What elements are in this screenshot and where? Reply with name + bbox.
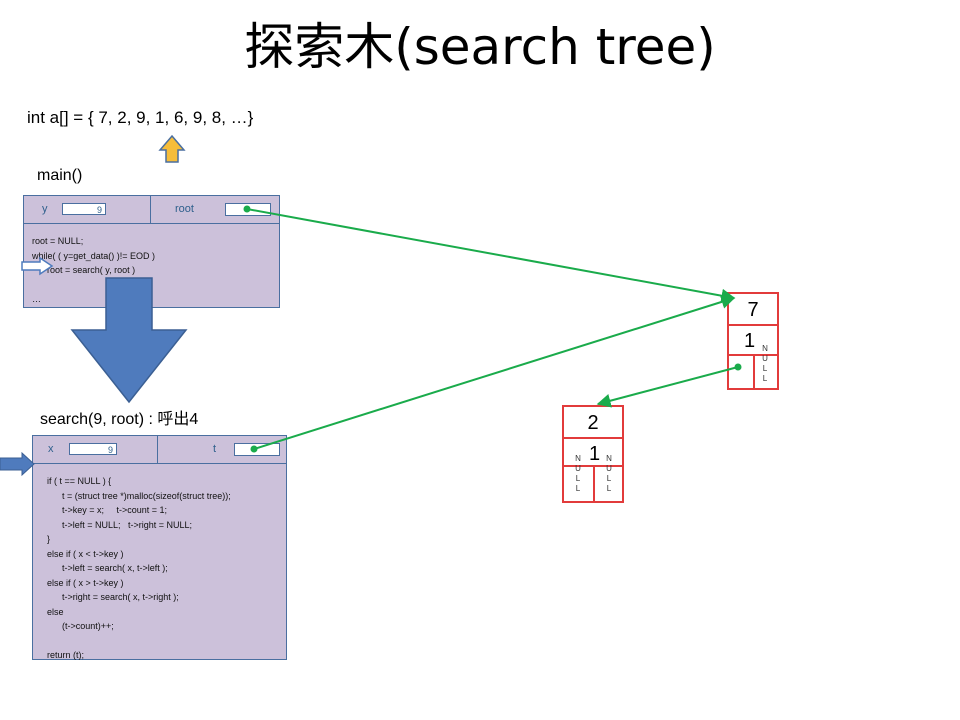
tree-node-key: 2 bbox=[587, 412, 599, 434]
tree-node-2: 2 1 NULL NULL bbox=[562, 405, 624, 503]
tree-node-count: 1 bbox=[744, 330, 756, 352]
root-pointer-line bbox=[246, 208, 736, 303]
search-code: if ( t == NULL ) { t = (struct tree *)ma… bbox=[47, 476, 231, 660]
array-declaration: int a[] = { 7, 2, 9, 1, 6, 9, 8, …} bbox=[27, 108, 254, 127]
search-stack-frame: x 9 t if ( t == NULL ) { t = (struct tre… bbox=[32, 435, 287, 660]
node-divider bbox=[593, 465, 595, 501]
node-divider bbox=[753, 354, 755, 388]
search-frame-vars: x 9 t bbox=[33, 436, 286, 464]
main-stack-frame: y 9 root root = NULL; while( ( y=get_dat… bbox=[23, 195, 280, 308]
tree-node-key: 7 bbox=[747, 299, 759, 321]
main-var-root-pointer bbox=[225, 203, 271, 216]
main-frame-vars: y 9 root bbox=[24, 196, 279, 224]
search-current-line-arrow bbox=[0, 451, 35, 477]
tree-node-right-null: NULL bbox=[606, 454, 612, 493]
main-var-y-value: 9 bbox=[62, 203, 106, 215]
main-var-root: root bbox=[151, 196, 279, 223]
main-code: root = NULL; while( ( y=get_data() )!= E… bbox=[32, 236, 156, 304]
search-frame-label: search(9, root) : 呼出4 bbox=[40, 411, 199, 428]
tree-node-right-null: NULL bbox=[762, 344, 768, 383]
main-var-root-name: root bbox=[175, 203, 194, 215]
t-pointer-line bbox=[253, 295, 736, 450]
node-divider bbox=[564, 437, 622, 439]
search-var-t: t bbox=[158, 436, 286, 463]
slide-title: 探索木(search tree) bbox=[244, 18, 716, 76]
tree-node-count: 1 bbox=[589, 443, 601, 465]
main-var-y: y 9 bbox=[24, 196, 151, 223]
search-var-x-name: x bbox=[48, 443, 54, 455]
main-frame-label: main() bbox=[37, 167, 83, 184]
search-var-x: x 9 bbox=[33, 436, 158, 463]
tree-node-left-null: NULL bbox=[575, 454, 581, 493]
tree-node-7: 7 1 NULL bbox=[727, 292, 779, 390]
search-var-t-name: t bbox=[213, 443, 217, 455]
search-var-x-value: 9 bbox=[69, 443, 117, 455]
search-var-t-pointer bbox=[234, 443, 280, 456]
node7-left-pointer-line bbox=[596, 366, 739, 408]
array-index-up-arrow bbox=[158, 134, 186, 163]
main-var-y-name: y bbox=[42, 203, 48, 215]
node-divider bbox=[729, 324, 777, 326]
